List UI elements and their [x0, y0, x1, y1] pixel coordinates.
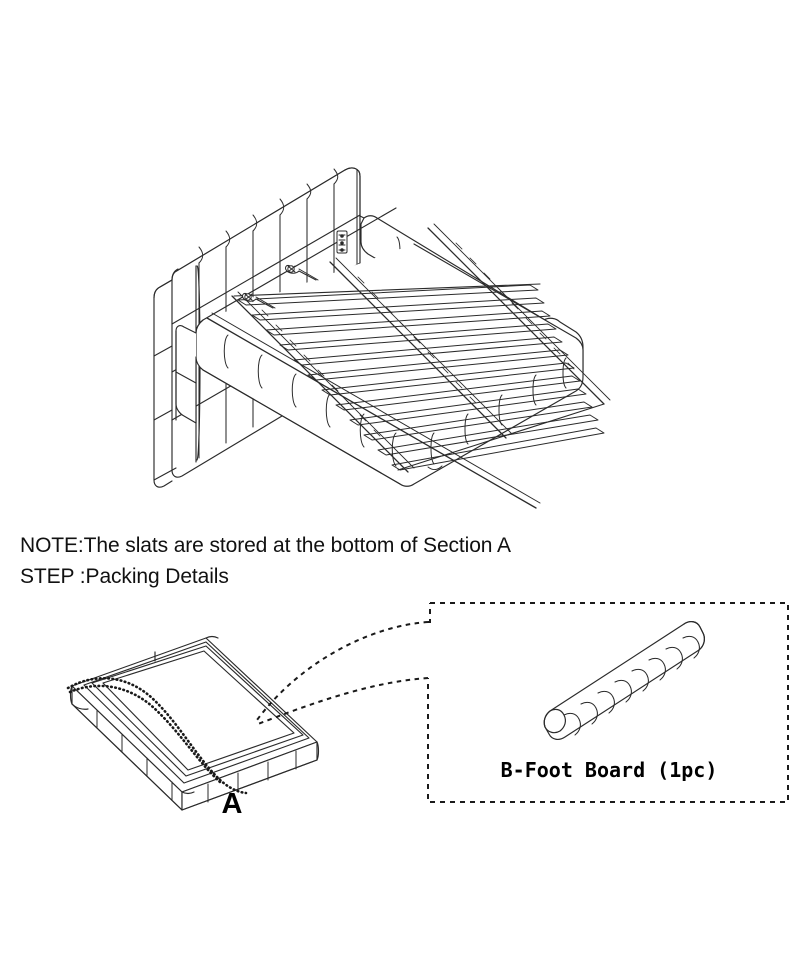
bracket-2 [285, 265, 319, 281]
foot-board-bolster [543, 621, 705, 740]
headboard-panel [153, 167, 361, 488]
slat-cross-supports [231, 223, 611, 473]
right-corner-bolster [539, 317, 584, 380]
part-b-caption: B-Foot Board (1pc) [500, 758, 718, 782]
bracket-1 [336, 230, 348, 254]
mounting-brackets [242, 230, 348, 309]
packed-carton-a [66, 635, 320, 811]
head-side-rail [359, 215, 541, 345]
bracket-3 [242, 293, 276, 309]
leader-line-bottom [257, 677, 429, 725]
foot-rail-bolster [175, 207, 584, 487]
leader-lines [256, 621, 429, 725]
note-text-block: NOTE:The slats are stored at the bottom … [20, 530, 720, 592]
slat-base [206, 223, 611, 509]
assembled-bed-frame [153, 167, 611, 509]
slat-group [237, 284, 605, 471]
slat-support-joints [261, 242, 575, 437]
leader-line-top [256, 621, 429, 721]
left-side-rail [153, 330, 177, 481]
zipper-stitch-line [66, 676, 248, 795]
note-line-step: STEP :Packing Details [20, 565, 229, 588]
right-side-rail [360, 215, 553, 359]
section-a-label: A [221, 788, 243, 820]
note-line-slats: NOTE:The slats are stored at the bottom … [20, 534, 511, 557]
